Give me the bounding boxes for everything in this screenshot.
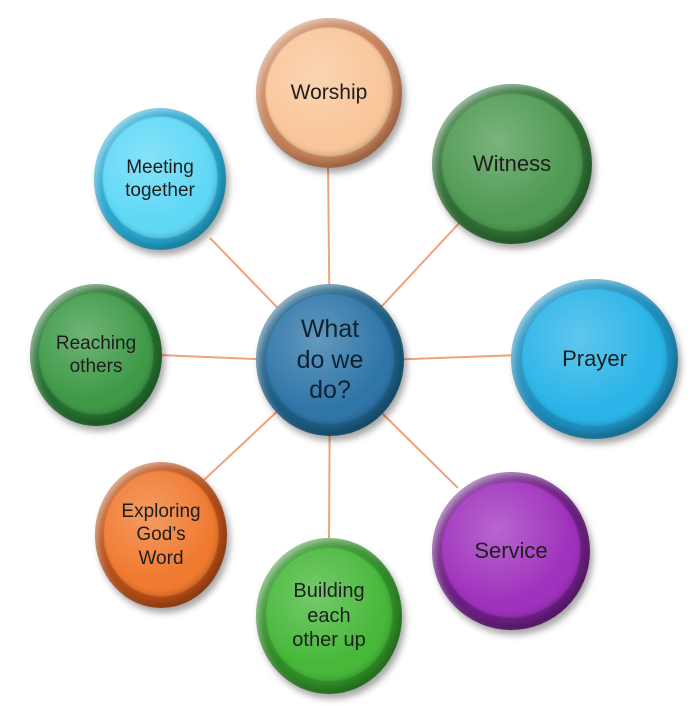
node-worship-label: Worship <box>290 81 368 105</box>
node-prayer: Prayer <box>511 279 678 439</box>
node-service: Service <box>432 472 590 630</box>
node-service-label: Service <box>474 537 548 563</box>
node-building-label: Building each other up <box>292 580 366 652</box>
node-prayer-label: Prayer <box>562 345 627 371</box>
node-reaching-label: Reaching others <box>55 332 137 377</box>
node-reaching: Reaching others <box>30 284 162 426</box>
node-meeting: Meeting together <box>94 108 226 250</box>
node-witness: Witness <box>432 84 592 244</box>
node-meeting-label: Meeting together <box>125 156 195 201</box>
node-exploring-label: Exploring God’s Word <box>121 501 201 569</box>
node-exploring: Exploring God’s Word <box>95 462 227 608</box>
node-building: Building each other up <box>256 538 402 694</box>
node-witness-label: Witness <box>472 150 552 176</box>
center-node: What do we do? <box>256 284 404 436</box>
node-worship: Worship <box>256 18 402 168</box>
center-label: What do we do? <box>296 315 364 405</box>
